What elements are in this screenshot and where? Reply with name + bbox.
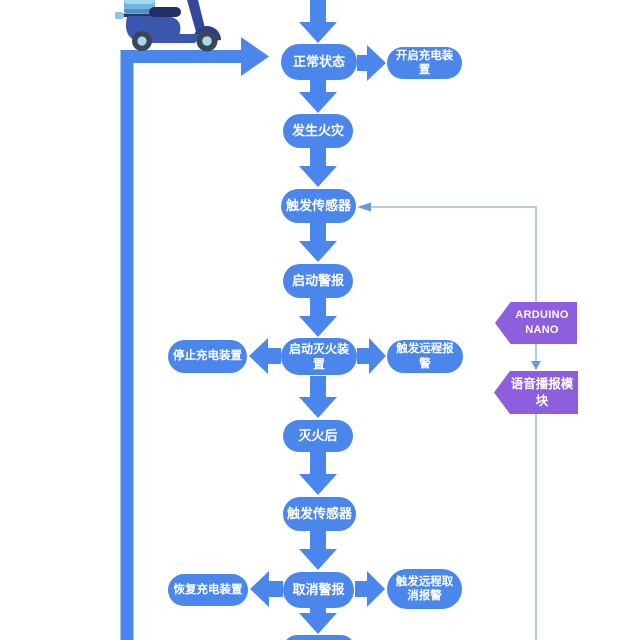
- node-normal-state[interactable]: 正常状态: [281, 44, 357, 80]
- node-trigger-remote-alarm[interactable]: 触发远程报警: [387, 340, 463, 373]
- arrow-fire-to-sensor: [299, 148, 337, 187]
- loop-line-cancel-to-normal: [120, 50, 241, 640]
- arrow-extinguisher-to-stop-charging: [249, 338, 281, 374]
- loop-arrowhead: [241, 37, 269, 76]
- arrow-sensor2-to-cancel: [299, 531, 337, 570]
- scooter-icon: [115, 0, 221, 52]
- arrow-alarm-to-extinguisher: [299, 298, 337, 337]
- node-stop-charging[interactable]: 停止充电装置: [168, 340, 247, 373]
- connector-arrowhead-sensor: [357, 202, 371, 212]
- connector-arduino-to-sensor: [364, 206, 537, 302]
- node-trigger-sensor-2[interactable]: 触发传感器: [283, 497, 356, 531]
- arrow-top-to-normal: [299, 0, 337, 43]
- arrow-after-to-sensor2: [299, 452, 337, 495]
- arrow-sensor-to-alarm: [299, 223, 337, 262]
- node-trigger-remote-cancel[interactable]: 触发远程取消报警: [387, 569, 462, 609]
- node-bottom-partial[interactable]: [283, 635, 355, 640]
- arrow-cancel-to-remote-cancel: [355, 571, 385, 607]
- node-arduino-nano[interactable]: ARDUINO NANO: [495, 302, 577, 344]
- connector-arrowhead-voice: [531, 361, 541, 370]
- node-after-extinguish[interactable]: 灭火后: [283, 420, 353, 452]
- arduino-nano-label: ARDUINO NANO: [515, 309, 569, 336]
- node-start-alarm[interactable]: 启动警报: [283, 264, 353, 298]
- arrow-extinguisher-to-after: [299, 376, 337, 418]
- arrow-normal-to-fire: [299, 80, 337, 113]
- node-restore-charging[interactable]: 恢复充电装置: [168, 574, 248, 606]
- node-start-extinguisher[interactable]: 启动灭火装置: [281, 338, 357, 375]
- arrow-normal-to-start-charging: [357, 45, 386, 81]
- arrow-cancel-to-restore-charging: [250, 571, 283, 607]
- node-trigger-sensor-1[interactable]: 触发传感器: [281, 189, 356, 223]
- arrow-cancel-to-bottom: [299, 608, 337, 634]
- node-start-charging[interactable]: 开启充电装置: [387, 47, 462, 79]
- node-voice-module[interactable]: 语音播报模块: [494, 371, 578, 414]
- node-cancel-alarm[interactable]: 取消警报: [283, 572, 354, 608]
- node-fire-occurs[interactable]: 发生火灾: [283, 114, 353, 148]
- arrow-extinguisher-to-remote-alarm: [357, 338, 386, 374]
